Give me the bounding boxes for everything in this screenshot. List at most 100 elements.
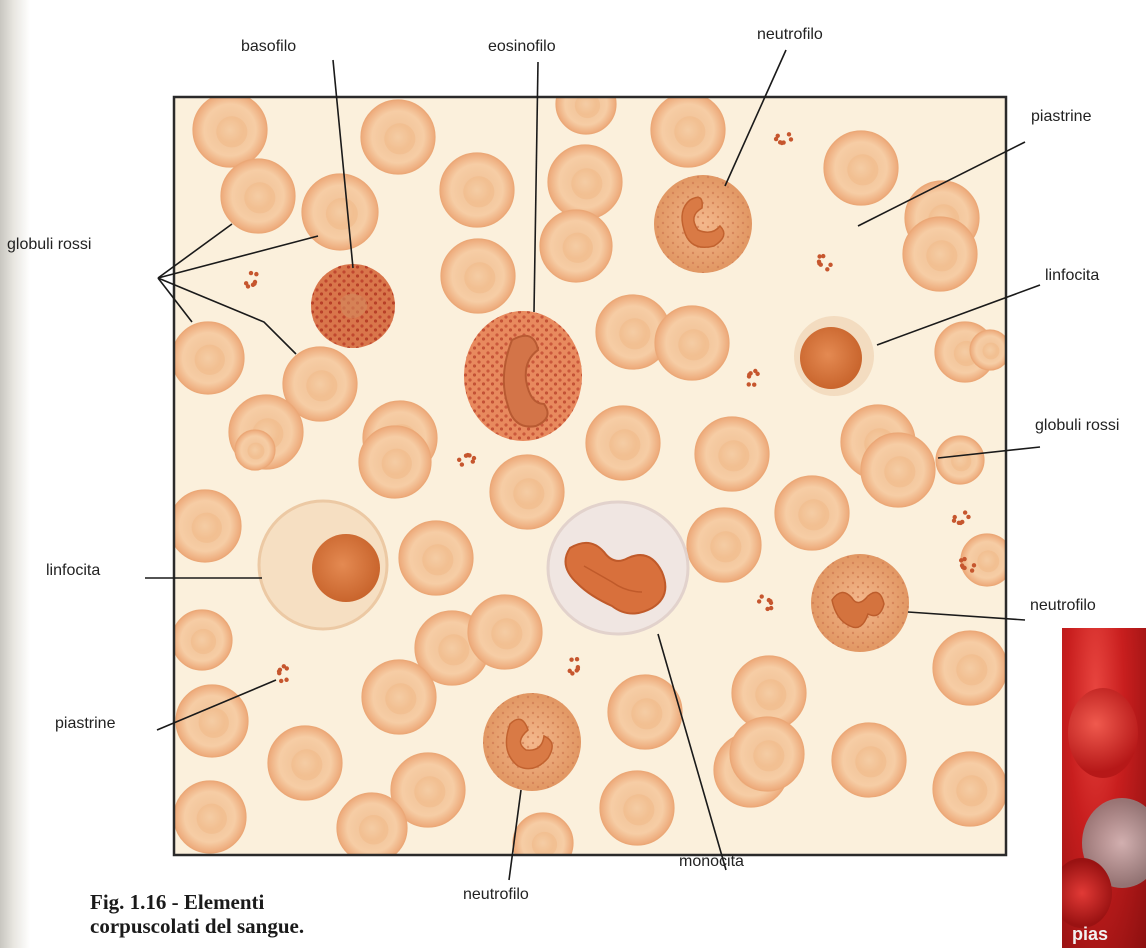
red-blood-cell-center	[847, 154, 878, 185]
platelet	[776, 134, 780, 138]
red-blood-cell-center	[631, 698, 662, 729]
caption-line-1: Fig. 1.16 - Elementi	[90, 890, 380, 914]
red-blood-cell-center	[422, 544, 453, 575]
red-blood-cell-center	[956, 654, 987, 685]
red-blood-cell-center	[884, 456, 915, 487]
monocyte-cell	[548, 502, 688, 634]
red-blood-cell-center	[216, 116, 247, 147]
platelet	[778, 140, 782, 144]
photo-label: pias	[1072, 924, 1108, 945]
platelet	[765, 607, 769, 611]
label-globuli-rossi-right: globuli rossi	[1035, 417, 1119, 435]
platelet	[755, 372, 759, 376]
label-neutrofilo-right: neutrofilo	[1030, 597, 1096, 615]
platelet	[757, 599, 761, 603]
red-blood-cell-center	[609, 429, 640, 460]
red-blood-cell-center	[382, 449, 412, 479]
label-neutrofilo-top: neutrofilo	[757, 26, 823, 44]
red-blood-cell-center	[464, 262, 495, 293]
red-blood-cell-center	[513, 478, 544, 509]
red-blood-cell-center	[532, 832, 557, 857]
platelet	[752, 383, 756, 387]
red-blood-cell-center	[623, 794, 654, 825]
red-blood-cell-center	[718, 440, 749, 471]
platelet	[970, 568, 974, 572]
eosinophil-cell	[464, 311, 582, 441]
label-globuli-rossi-left: globuli rossi	[7, 236, 91, 254]
platelet	[569, 657, 573, 661]
red-blood-cell-center	[385, 683, 416, 714]
red-blood-cell-center	[191, 629, 216, 654]
red-blood-cell-center	[755, 679, 786, 710]
platelet	[467, 453, 471, 457]
red-blood-cell-center	[983, 343, 1000, 360]
platelet	[957, 521, 961, 525]
platelet	[249, 271, 253, 275]
blood-photo-thumbnail: pias	[1062, 628, 1146, 948]
red-blood-cell-center	[956, 775, 987, 806]
platelet	[789, 137, 793, 141]
red-blood-cell-center	[306, 370, 337, 401]
label-basofilo: basofilo	[241, 38, 296, 56]
red-blood-cell-center	[798, 499, 829, 530]
red-blood-cell-center	[855, 746, 886, 777]
red-blood-cell-center	[678, 329, 709, 360]
label-linfocita-right: linfocita	[1045, 267, 1099, 285]
platelet	[972, 563, 976, 567]
platelet	[825, 267, 829, 271]
red-blood-cell-center	[291, 749, 322, 780]
red-blood-cell-center	[710, 531, 741, 562]
platelet	[285, 666, 289, 670]
platelet	[278, 668, 282, 672]
platelet	[962, 557, 966, 561]
platelet	[787, 132, 791, 136]
platelet	[760, 594, 764, 598]
figure-caption: Fig. 1.16 - Elementi corpuscolati del sa…	[90, 890, 380, 938]
platelet	[828, 263, 832, 267]
red-blood-cell-center	[438, 634, 469, 665]
red-blood-cell-center	[414, 776, 445, 807]
lymphocyte-cell-right	[794, 316, 874, 396]
platelet	[284, 678, 288, 682]
platelet	[460, 462, 464, 466]
platelet	[244, 281, 248, 285]
red-blood-cell-center	[674, 116, 705, 147]
caption-line-2: corpuscolati del sangue.	[90, 914, 380, 938]
red-blood-cell-center	[199, 708, 229, 738]
red-blood-cell-center	[244, 182, 275, 213]
platelet	[963, 510, 967, 514]
platelet	[457, 458, 461, 462]
label-piastrine-left: piastrine	[55, 715, 115, 733]
red-blood-cell-center	[248, 443, 265, 460]
platelet	[251, 283, 255, 287]
platelet	[471, 459, 475, 463]
red-blood-cell-center	[359, 815, 388, 844]
platelet	[254, 272, 258, 276]
label-neutrofilo-bottom: neutrofilo	[463, 886, 529, 904]
platelet	[747, 382, 751, 386]
label-monocita: monocita	[679, 853, 744, 871]
photo-red-cell	[1068, 688, 1138, 778]
platelet	[953, 515, 957, 519]
platelet	[279, 679, 283, 683]
platelet	[966, 515, 970, 519]
red-blood-cell-center	[977, 550, 999, 572]
red-blood-cell-center	[326, 198, 358, 230]
label-eosinofilo: eosinofilo	[488, 38, 556, 56]
platelet	[575, 657, 579, 661]
red-blood-cell-center	[192, 513, 222, 543]
red-blood-cell-center	[384, 123, 415, 154]
label-linfocita-left: linfocita	[46, 562, 100, 580]
basophil-cell	[311, 264, 395, 348]
platelet	[821, 254, 825, 258]
platelet	[960, 563, 964, 567]
platelet	[769, 601, 773, 605]
red-blood-cell-center	[491, 618, 522, 649]
neutrophil-cell-top	[654, 175, 752, 273]
neutrophil-cell-right	[811, 554, 909, 652]
platelet	[575, 668, 579, 672]
platelet	[568, 669, 572, 673]
red-blood-cell-center	[619, 318, 650, 349]
neutrophil-cell-bottom	[483, 693, 581, 791]
